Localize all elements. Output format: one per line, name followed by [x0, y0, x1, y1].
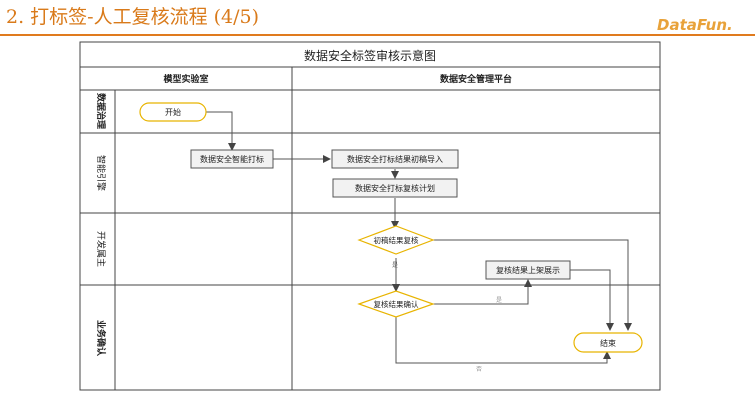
diagram-frame [79, 41, 661, 391]
connectors [206, 111, 632, 364]
edge-label-yes-down: 是 [392, 262, 398, 269]
node-draft-review-label: 初稿结果复核 [374, 235, 419, 245]
edge-review-to-end [433, 239, 632, 331]
node-smart-tag-label: 数据安全智能打标 [200, 154, 264, 164]
diagram-title: 数据安全标签审核示意图 [304, 48, 436, 63]
column-header-lab: 模型实验室 [163, 73, 208, 85]
title-divider [0, 34, 755, 36]
node-end-label: 结束 [600, 338, 616, 348]
node-confirm: 复核结果确认 [357, 290, 435, 318]
edge-start-to-tag [206, 111, 236, 151]
node-import-draft: 数据安全打标结果初稿导入 [331, 149, 459, 169]
node-draft-review: 初稿结果复核 [357, 225, 435, 255]
lane-label-business: 业务确认 [95, 320, 107, 357]
edge-confirm-to-end [395, 317, 611, 364]
lane-label-governance: 数据治理 [95, 93, 107, 129]
node-end: 结束 [573, 332, 643, 353]
lane-label-engine: 智能引擎 [95, 155, 107, 191]
node-start: 开始 [139, 102, 207, 122]
node-import-draft-label: 数据安全打标结果初稿导入 [347, 154, 443, 164]
node-start-label: 开始 [165, 107, 181, 117]
edge-label-yes-right: 是 [496, 297, 502, 304]
edge-label-no-bottom: 否 [476, 366, 482, 373]
datafun-logo: DataFun. [657, 16, 733, 34]
node-confirm-label: 复核结果确认 [374, 299, 419, 309]
node-review-plan-label: 数据安全打标复核计划 [355, 183, 435, 193]
node-publish-label: 复核结果上架展示 [496, 265, 560, 275]
edge-confirm-to-publish [433, 279, 532, 305]
edge-publish-to-end [570, 269, 614, 331]
slide-title: 2. 打标签-人工复核流程 (4/5) [6, 6, 260, 28]
node-review-plan: 数据安全打标复核计划 [332, 178, 458, 198]
node-smart-tag: 数据安全智能打标 [190, 149, 274, 169]
node-publish: 复核结果上架展示 [485, 260, 571, 280]
lane-label-owner: 开发属主 [95, 231, 107, 267]
column-header-platform: 数据安全管理平台 [440, 73, 512, 85]
